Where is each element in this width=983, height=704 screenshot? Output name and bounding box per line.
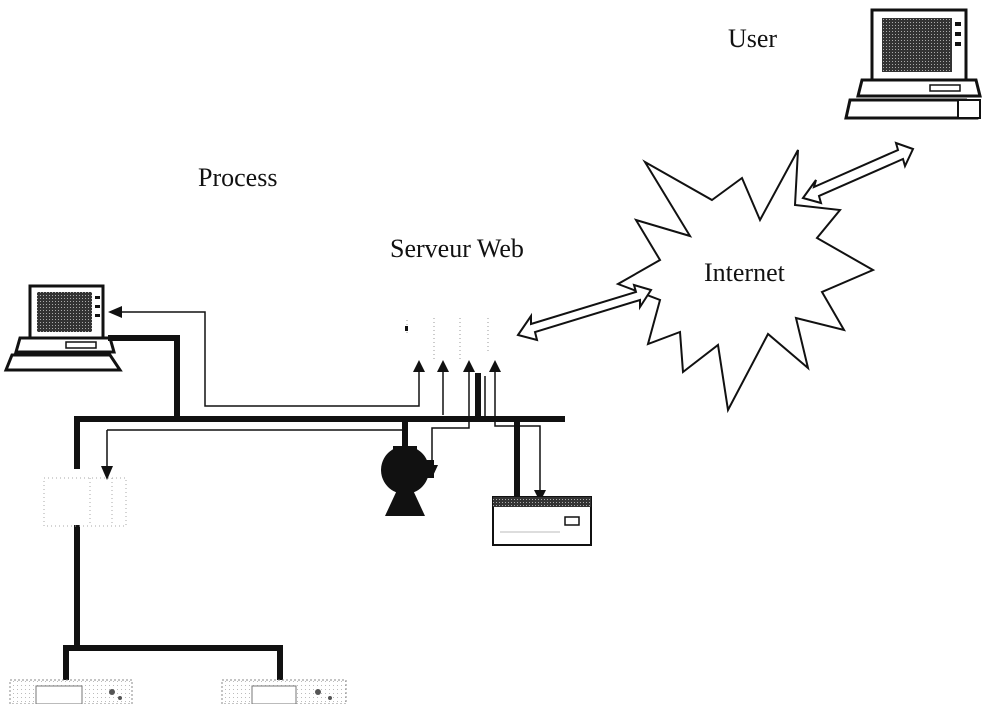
instrument-right-icon [221, 679, 347, 704]
pump-icon [381, 446, 434, 516]
web-server-icon [405, 318, 489, 360]
internet-label: Internet [704, 258, 785, 287]
internet-cloud-icon [615, 149, 876, 414]
controller-unit-icon [492, 496, 592, 546]
process-computer-icon [3, 284, 123, 372]
process-label: Process [198, 163, 278, 192]
user-label: User [728, 24, 778, 53]
web-server-label: Serveur Web [390, 234, 524, 263]
instrument-left-icon [9, 679, 133, 704]
signal-lines [106, 311, 541, 497]
internet-server-link [516, 283, 653, 342]
io-module-icon [43, 477, 127, 527]
field-bus [63, 335, 565, 683]
user-computer-icon [844, 8, 982, 120]
user-internet-link [801, 141, 915, 205]
